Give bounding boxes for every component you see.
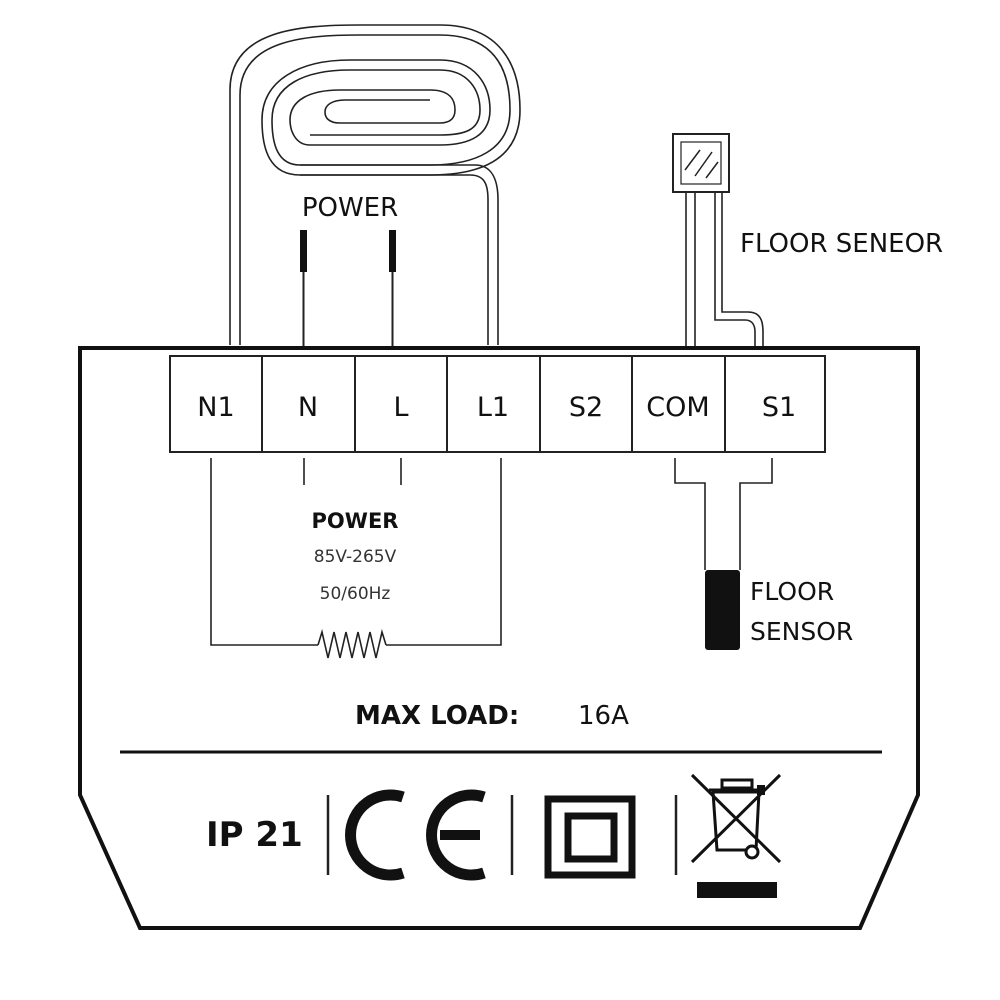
internal-load-circuit [210, 458, 502, 659]
terminal-n: N [298, 392, 318, 423]
terminal-s2: S2 [569, 392, 603, 423]
internal-floor-sensor [674, 458, 773, 650]
voltage-range: 85V-265V [314, 547, 397, 567]
double-insulation-icon [544, 795, 636, 879]
heating-cable-loop [229, 24, 521, 345]
device-housing [78, 346, 920, 930]
external-floor-sensor [672, 133, 764, 348]
terminal-n1: N1 [197, 392, 234, 423]
ip-rating: IP 21 [206, 815, 303, 855]
terminal-s1: S1 [762, 392, 796, 423]
terminal-l: L [393, 392, 408, 423]
ce-mark-icon [345, 789, 486, 881]
internal-floor-sensor-label-line1: FLOOR [750, 577, 834, 606]
weee-bin-icon [690, 773, 782, 898]
max-load-label: MAX LOAD: [355, 701, 519, 731]
power-input-wires [300, 230, 396, 348]
frequency: 50/60Hz [320, 584, 391, 604]
external-floor-sensor-label: FLOOR SENEOR [740, 229, 943, 259]
max-load-value: 16A [578, 701, 629, 731]
top-power-label: POWER [302, 193, 398, 223]
terminal-l1: L1 [477, 392, 509, 423]
internal-floor-sensor-label-line2: SENSOR [750, 617, 853, 646]
terminal-com: COM [646, 392, 709, 423]
terminal-block [169, 355, 826, 453]
internal-power-title: POWER [312, 509, 399, 533]
